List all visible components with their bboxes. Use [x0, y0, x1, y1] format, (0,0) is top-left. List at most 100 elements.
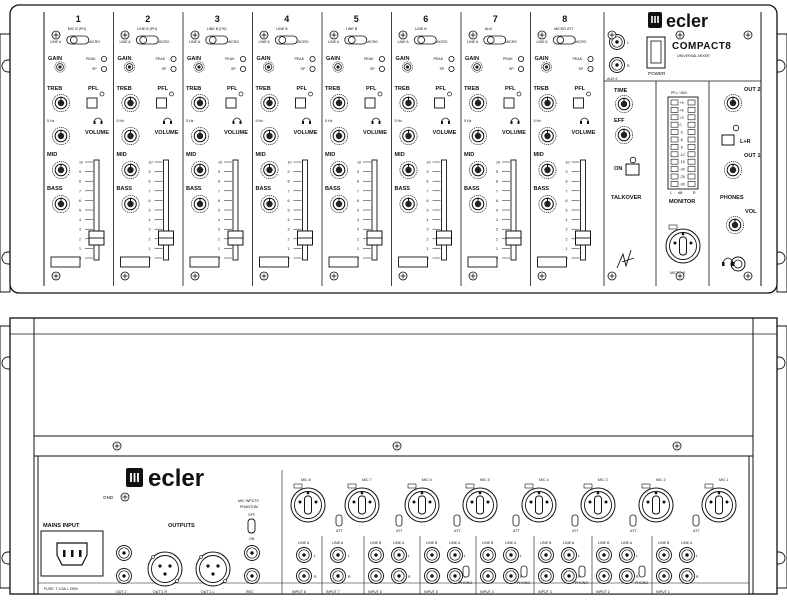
- gnd-screw[interactable]: [120, 492, 130, 502]
- treb-knob[interactable]: [190, 93, 210, 113]
- pfl-button[interactable]: [225, 97, 237, 109]
- talkover-time-knob[interactable]: [614, 94, 634, 114]
- treb-knob[interactable]: [121, 93, 140, 113]
- phones-vol-knob[interactable]: [725, 215, 745, 235]
- bass-knob[interactable]: [538, 194, 557, 214]
- rec-r-jack[interactable]: [244, 568, 260, 584]
- line-jack-r[interactable]: [619, 568, 635, 584]
- pfl-button[interactable]: [503, 97, 515, 109]
- bass-knob[interactable]: [121, 194, 140, 214]
- lr-button[interactable]: [721, 134, 735, 146]
- talkover-on-button[interactable]: [625, 163, 640, 176]
- line-jack-r[interactable]: [480, 568, 496, 584]
- gain-knob[interactable]: [262, 61, 275, 73]
- mid-freq-knob[interactable]: [121, 126, 140, 146]
- line-jack-r[interactable]: [679, 568, 695, 584]
- att-switch[interactable]: [453, 514, 461, 527]
- line-jack-l[interactable]: [619, 547, 635, 563]
- pfl-button[interactable]: [573, 97, 584, 109]
- bass-knob[interactable]: [399, 194, 418, 214]
- line-jack-r[interactable]: [368, 568, 384, 584]
- line-jack-l[interactable]: [679, 547, 695, 563]
- line-jack-r[interactable]: [596, 568, 612, 584]
- gain-knob[interactable]: [193, 61, 205, 73]
- line-jack-r[interactable]: [296, 568, 312, 584]
- line-jack-r[interactable]: [656, 568, 672, 584]
- line-jack-l[interactable]: [447, 547, 463, 563]
- att-switch[interactable]: [692, 514, 700, 527]
- pfl-button[interactable]: [156, 97, 167, 109]
- bass-knob[interactable]: [329, 194, 349, 214]
- gain-knob[interactable]: [401, 61, 414, 73]
- mid-freq-knob[interactable]: [190, 126, 210, 146]
- treb-knob[interactable]: [468, 93, 488, 113]
- pfl-button[interactable]: [86, 97, 98, 109]
- gain-knob[interactable]: [540, 61, 553, 73]
- mid-knob[interactable]: [121, 160, 140, 180]
- phono-switch[interactable]: [578, 565, 586, 578]
- out2-l-jack[interactable]: [116, 545, 132, 561]
- line-jack-l[interactable]: [538, 547, 554, 563]
- mid-freq-knob[interactable]: [329, 126, 349, 146]
- phono-switch[interactable]: [462, 565, 470, 578]
- line-jack-l[interactable]: [296, 547, 312, 563]
- rec-l-jack[interactable]: [244, 545, 260, 561]
- line-jack-l[interactable]: [656, 547, 672, 563]
- mid-freq-knob[interactable]: [260, 126, 279, 146]
- line-jack-r[interactable]: [538, 568, 554, 584]
- mid-knob[interactable]: [190, 160, 210, 180]
- phantom-switch[interactable]: [247, 518, 256, 534]
- mid-knob[interactable]: [468, 160, 488, 180]
- bass-knob[interactable]: [190, 194, 210, 214]
- line-jack-l[interactable]: [330, 547, 346, 563]
- line-jack-l[interactable]: [391, 547, 407, 563]
- line-jack-l[interactable]: [480, 547, 496, 563]
- gain-knob[interactable]: [332, 61, 344, 73]
- line-jack-r[interactable]: [391, 568, 407, 584]
- out1-knob[interactable]: [723, 160, 743, 180]
- mid-freq-knob[interactable]: [399, 126, 418, 146]
- att-switch[interactable]: [512, 514, 520, 527]
- line-jack-l[interactable]: [424, 547, 440, 563]
- bass-knob[interactable]: [51, 194, 71, 214]
- line-jack-l[interactable]: [596, 547, 612, 563]
- treb-knob[interactable]: [399, 93, 418, 113]
- line-jack-l[interactable]: [503, 547, 519, 563]
- mid-knob[interactable]: [329, 160, 349, 180]
- gain-knob[interactable]: [471, 61, 483, 73]
- out2-r-jack[interactable]: [116, 568, 132, 584]
- gain-knob[interactable]: [54, 61, 66, 73]
- bass-knob[interactable]: [260, 194, 279, 214]
- out1-l-xlr[interactable]: [195, 551, 231, 587]
- treb-knob[interactable]: [51, 93, 71, 113]
- phono-switch[interactable]: [520, 565, 528, 578]
- line-jack-l[interactable]: [561, 547, 577, 563]
- talkover-eff-knob[interactable]: [614, 125, 634, 145]
- mid-knob[interactable]: [260, 160, 279, 180]
- gain-knob[interactable]: [123, 61, 136, 73]
- treb-knob[interactable]: [329, 93, 349, 113]
- line-jack-l[interactable]: [368, 547, 384, 563]
- att-switch[interactable]: [629, 514, 637, 527]
- pfl-button[interactable]: [434, 97, 445, 109]
- att-switch[interactable]: [335, 514, 343, 527]
- bass-knob[interactable]: [468, 194, 488, 214]
- treb-knob[interactable]: [260, 93, 279, 113]
- mid-freq-knob[interactable]: [468, 126, 488, 146]
- att-switch[interactable]: [395, 514, 403, 527]
- pfl-button[interactable]: [364, 97, 376, 109]
- line-jack-r[interactable]: [424, 568, 440, 584]
- mid-knob[interactable]: [51, 160, 71, 180]
- phono-switch[interactable]: [638, 565, 646, 578]
- aux-right-jack[interactable]: [609, 57, 625, 73]
- att-switch[interactable]: [571, 514, 579, 527]
- mid-freq-knob[interactable]: [51, 126, 71, 146]
- mid-knob[interactable]: [399, 160, 418, 180]
- treb-knob[interactable]: [538, 93, 557, 113]
- mid-knob[interactable]: [538, 160, 557, 180]
- out1-r-xlr[interactable]: [147, 551, 183, 587]
- pfl-button[interactable]: [295, 97, 306, 109]
- line-jack-r[interactable]: [330, 568, 346, 584]
- out2-knob[interactable]: [723, 93, 743, 113]
- mid-freq-knob[interactable]: [538, 126, 557, 146]
